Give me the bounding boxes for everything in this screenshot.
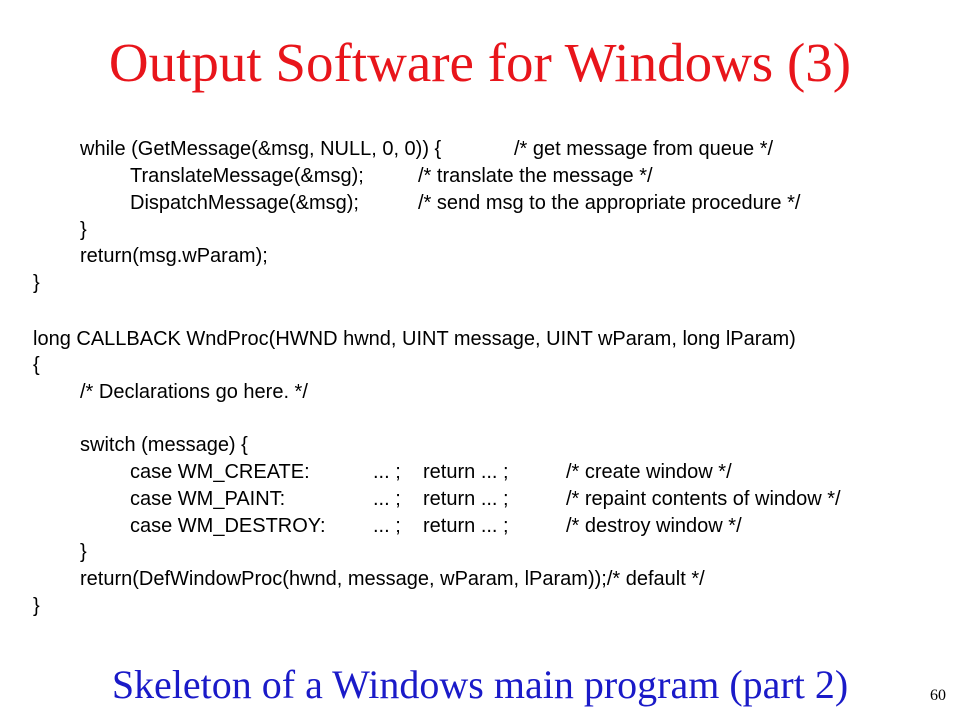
code-comment-destroy: /* destroy window */ (566, 515, 742, 537)
code-line-close-main: } (33, 272, 40, 294)
code-comment-paint: /* repaint contents of window */ (566, 488, 841, 510)
code-case-destroy: case WM_DESTROY: (130, 515, 326, 537)
code-line-close-while: } (80, 219, 87, 241)
code-case-paint: case WM_PAINT: (130, 488, 286, 510)
code-line-wndproc-signature: long CALLBACK WndProc(HWND hwnd, UINT me… (33, 328, 796, 350)
code-comment-get-message: /* get message from queue */ (514, 138, 774, 160)
code-line-while: while (GetMessage(&msg, NULL, 0, 0)) { (80, 138, 442, 160)
code-case-create-body: ... ; return ... ; (373, 461, 509, 483)
page-number: 60 (930, 687, 946, 704)
code-line-return-wparam: return(msg.wParam); (80, 245, 268, 267)
code-case-create: case WM_CREATE: (130, 461, 310, 483)
code-line-close-switch: } (80, 541, 87, 563)
code-case-destroy-body: ... ; return ... ; (373, 515, 509, 537)
code-line-return-default: return(DefWindowProc(hwnd, message, wPar… (80, 568, 705, 590)
code-line-close-wndproc: } (33, 595, 40, 617)
slide-caption: Skeleton of a Windows main program (part… (111, 662, 849, 707)
code-comment-dispatch: /* send msg to the appropriate procedure… (418, 192, 801, 214)
slide-title: Output Software for Windows (3) (108, 32, 852, 93)
code-comment-create: /* create window */ (566, 461, 732, 483)
code-line-open-wndproc: { (33, 354, 40, 376)
code-line-translate: TranslateMessage(&msg); (130, 165, 364, 187)
code-case-paint-body: ... ; return ... ; (373, 488, 509, 510)
code-comment-declarations: /* Declarations go here. */ (80, 381, 308, 403)
code-line-dispatch: DispatchMessage(&msg); (130, 192, 359, 214)
code-line-switch: switch (message) { (80, 434, 248, 456)
code-comment-translate: /* translate the message */ (418, 165, 653, 187)
